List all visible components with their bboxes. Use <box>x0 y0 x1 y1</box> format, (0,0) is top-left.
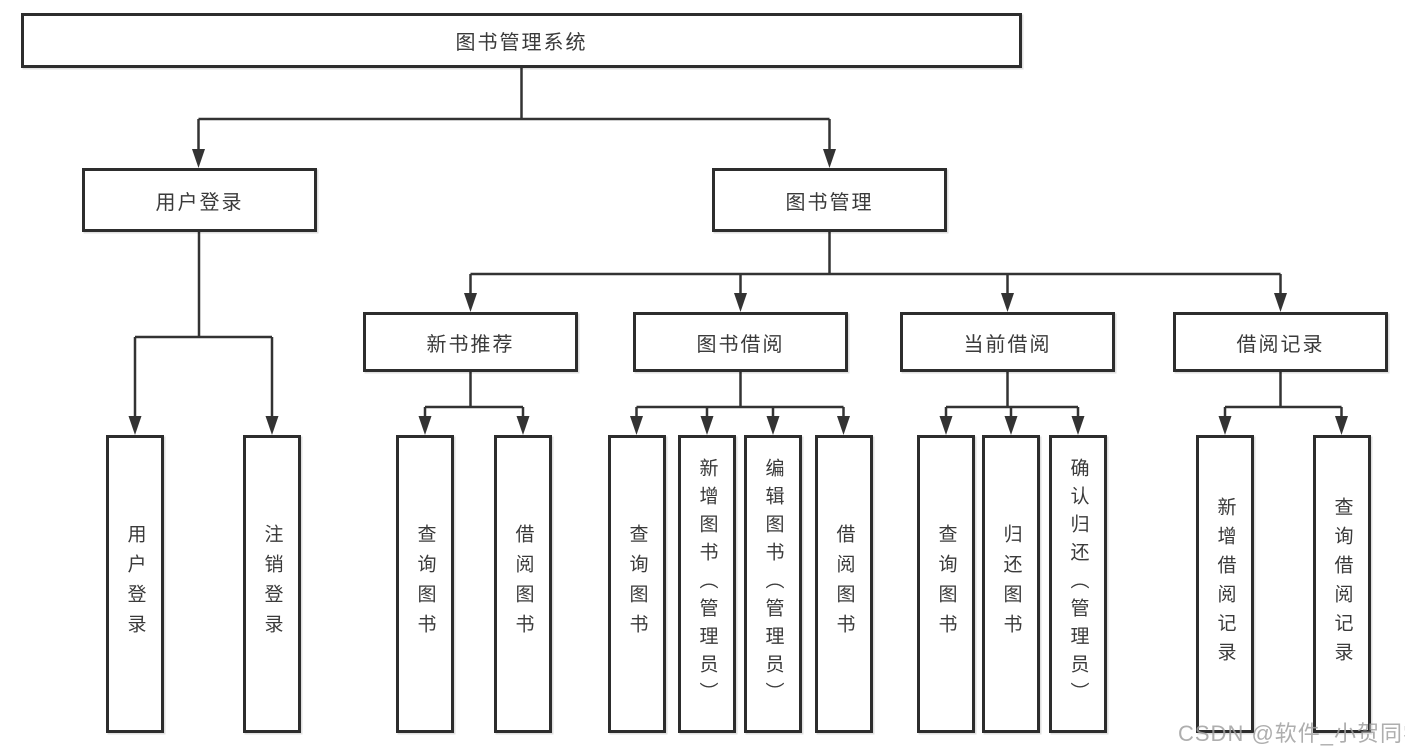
node-borrow-records: 借阅记录 <box>1173 312 1388 372</box>
watermark: CSDN @软件_小贺同学 <box>1178 721 1405 746</box>
node-book-management: 图书管理 <box>712 168 947 232</box>
leaf-query-borrow-record: 查询借阅记录 <box>1313 435 1371 733</box>
node-root-system: 图书管理系统 <box>21 13 1022 68</box>
leaf-logout: 注销登录 <box>243 435 301 733</box>
leaf-query-books-current: 查询图书 <box>917 435 975 733</box>
leaf-borrow-books-borrow: 借阅图书 <box>815 435 873 733</box>
leaf-edit-book-admin: 编辑图书（管理员） <box>744 435 802 733</box>
leaf-borrow-books-recommend: 借阅图书 <box>494 435 552 733</box>
leaf-confirm-return-admin: 确认归还（管理员） <box>1049 435 1107 733</box>
leaf-add-book-admin: 新增图书（管理员） <box>678 435 736 733</box>
leaf-query-books-recommend: 查询图书 <box>396 435 454 733</box>
node-book-borrow: 图书借阅 <box>633 312 848 372</box>
leaf-user-login: 用户登录 <box>106 435 164 733</box>
node-user-login: 用户登录 <box>82 168 317 232</box>
node-new-book-recommend: 新书推荐 <box>363 312 578 372</box>
leaf-add-borrow-record: 新增借阅记录 <box>1196 435 1254 733</box>
leaf-query-books-borrow: 查询图书 <box>608 435 666 733</box>
leaf-return-books: 归还图书 <box>982 435 1040 733</box>
node-current-borrow: 当前借阅 <box>900 312 1115 372</box>
